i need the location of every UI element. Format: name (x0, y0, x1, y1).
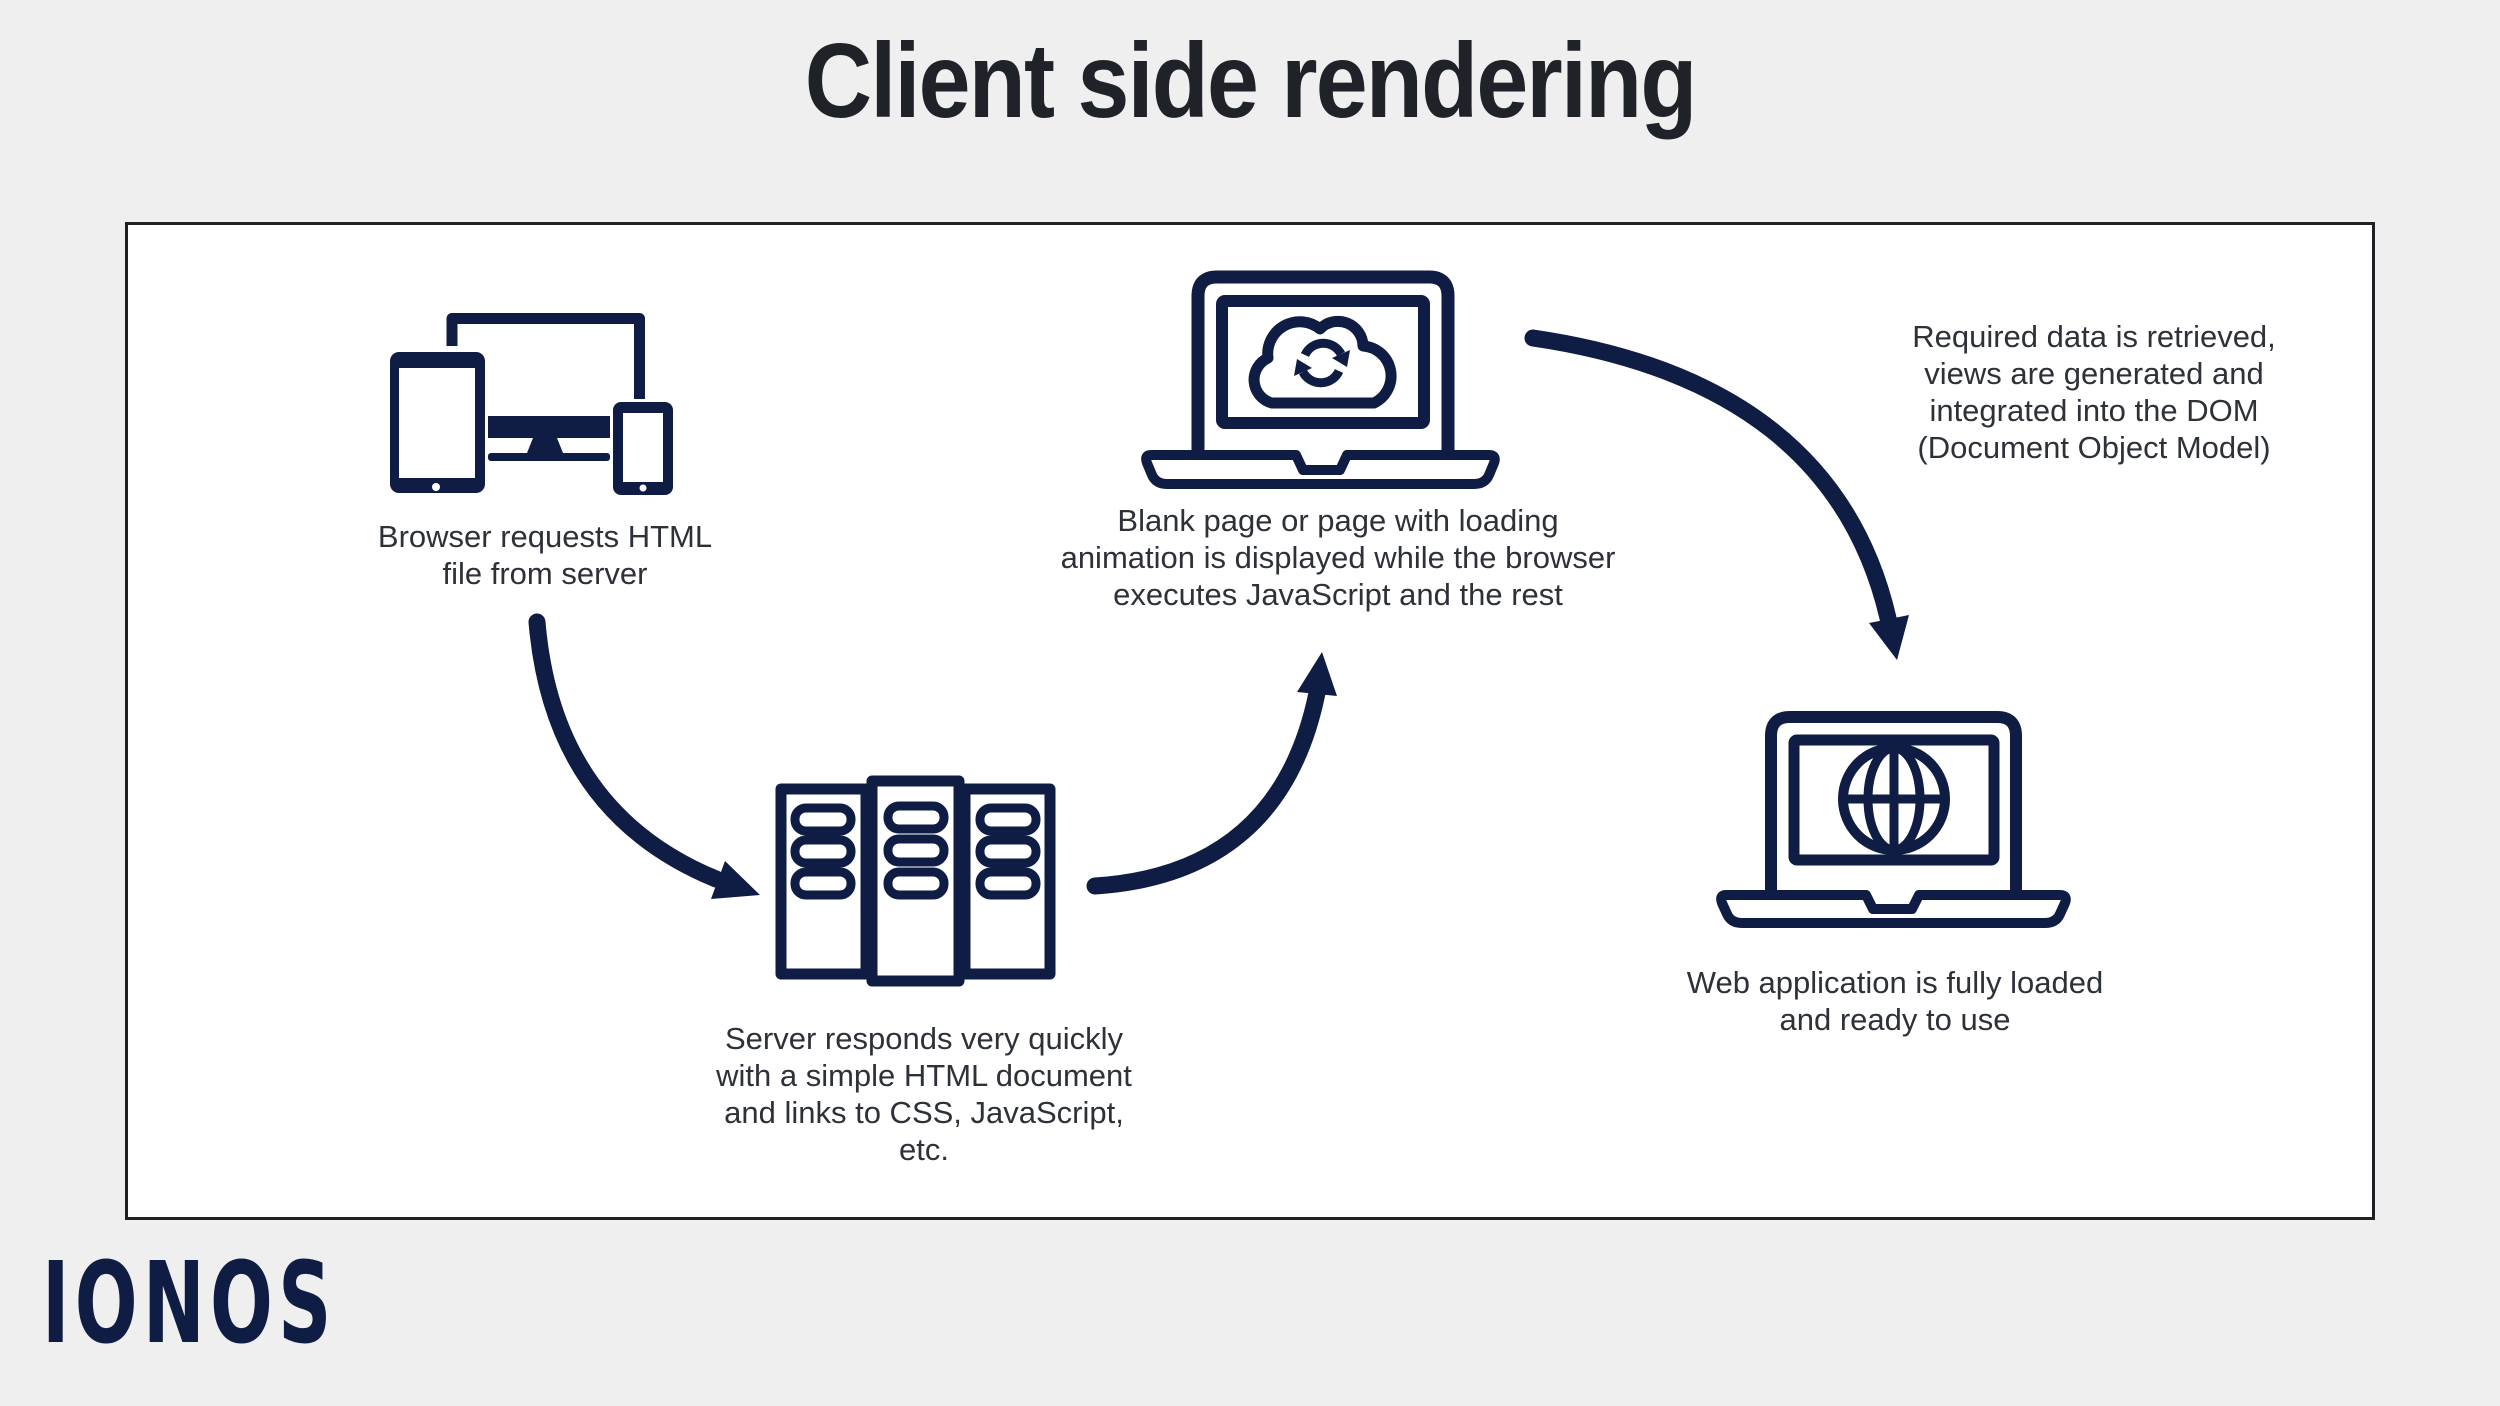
ionos-logo: IONOS (42, 1239, 337, 1369)
webapp-caption: Web application is fully loaded and read… (1686, 965, 2104, 1037)
required-data-caption: Required data is retrieved, views are ge… (1912, 319, 2276, 465)
server-caption: Server responds very quickly with a simp… (716, 1021, 1132, 1167)
page-title: Client side rendering (0, 22, 2500, 140)
devices-caption: Browser requests HTML file from server (377, 519, 713, 591)
cloud-caption: Blank page or page with loading animatio… (1060, 503, 1616, 612)
page-title-text: Client side rendering (804, 22, 1698, 140)
